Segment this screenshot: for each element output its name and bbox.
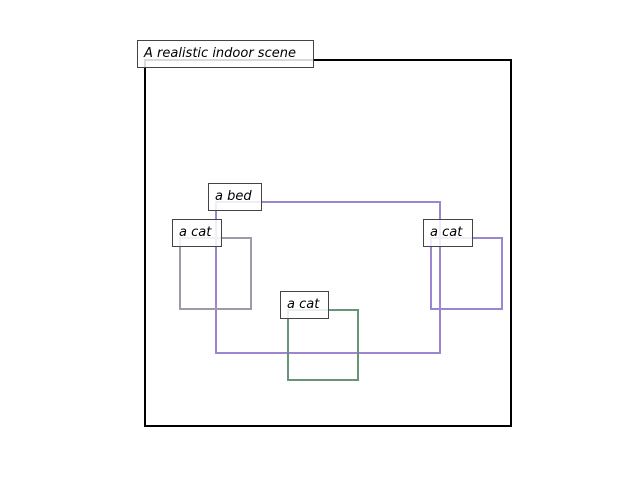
cat-bounding-box-left	[179, 237, 252, 310]
cat-label-bottom: a cat	[280, 291, 329, 319]
cat-label-right: a cat	[423, 219, 473, 247]
cat-bounding-box-right	[430, 237, 503, 310]
scene-caption: A realistic indoor scene	[137, 40, 314, 68]
cat-bounding-box-bottom	[287, 309, 359, 381]
bed-label: a bed	[208, 183, 262, 211]
bed-bounding-box	[215, 201, 441, 354]
cat-label-left: a cat	[172, 219, 222, 247]
scene-frame	[144, 59, 512, 427]
